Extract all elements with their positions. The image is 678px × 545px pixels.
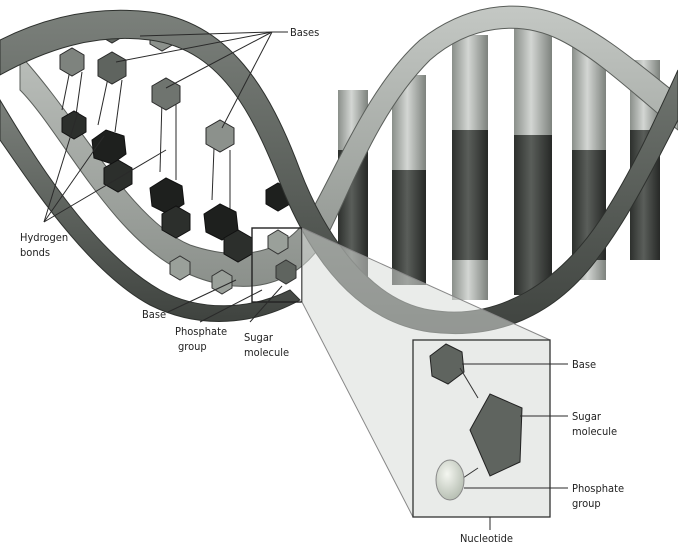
label-phosphate-group-line1: Phosphate [175, 325, 227, 338]
label-inset-sugar-line2: molecule [572, 425, 617, 438]
label-inset-phosphate-line1: Phosphate [572, 482, 624, 495]
nucleotide-inset [413, 340, 550, 517]
label-phosphate-group-line2: group [178, 340, 207, 353]
label-bases: Bases [290, 26, 319, 39]
label-hydrogen-bonds-line1: Hydrogen [20, 231, 68, 244]
label-inset-sugar-line1: Sugar [572, 410, 602, 423]
label-sugar-molecule-line2: molecule [244, 346, 289, 359]
label-inset-base: Base [572, 358, 596, 371]
label-hydrogen-bonds-line2: bonds [20, 246, 50, 259]
label-nucleotide: Nucleotide [460, 532, 513, 545]
label-sugar-molecule-line1: Sugar [244, 331, 274, 344]
lower-left-strand [0, 100, 300, 321]
label-inset-phosphate-line2: group [572, 497, 601, 510]
label-base: Base [142, 308, 166, 321]
inset-phosphate-ball [436, 460, 464, 500]
